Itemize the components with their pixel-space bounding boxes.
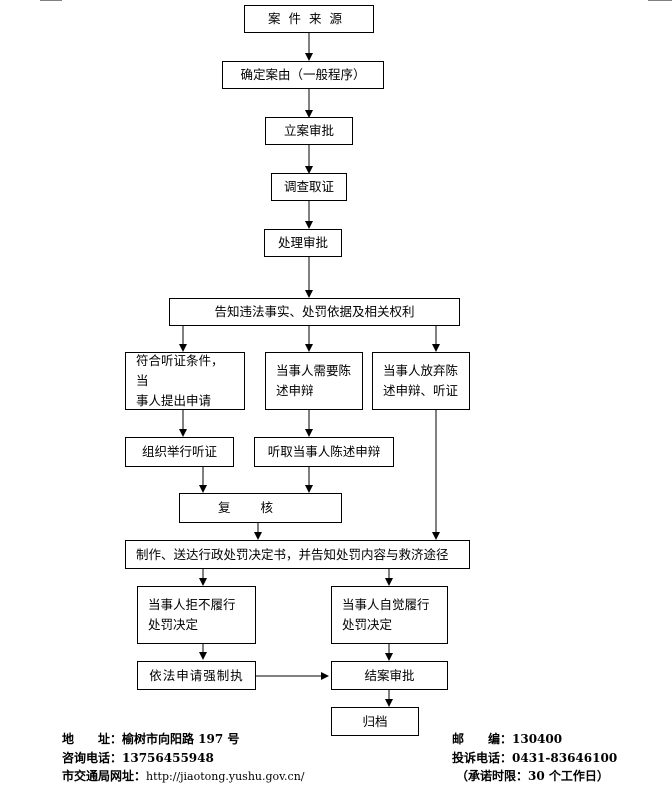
node-case-source: 案件来源 bbox=[244, 5, 374, 33]
node-hear-statement: 听取当事人陈述申辩 bbox=[254, 437, 394, 467]
footer-website-link[interactable]: http://jiaotong.yushu.gov.cn/ bbox=[146, 770, 305, 783]
node-refuse-comply: 当事人拒不履行 处罚决定 bbox=[137, 586, 256, 644]
footer-consult-phone: 咨询电话：13756455948 bbox=[62, 751, 214, 765]
footer-postcode: 邮 编：130400 bbox=[452, 732, 563, 746]
footer-address: 地 址：榆树市向阳路 197 号 bbox=[62, 732, 240, 746]
node-statement-request: 当事人需要陈 述申辩 bbox=[265, 352, 363, 410]
node-organize-hearing: 组织举行听证 bbox=[125, 437, 234, 467]
node-voluntary-comply: 当事人自觉履行 处罚决定 bbox=[331, 586, 448, 644]
node-notify-rights: 告知违法事实、处罚依据及相关权利 bbox=[169, 298, 460, 326]
footer-website-label: 市交通局网址： bbox=[62, 769, 147, 783]
footer-complaint-phone: 投诉电话：0431-83646100 bbox=[452, 751, 618, 765]
node-review: 复核 bbox=[179, 493, 342, 523]
node-investigation: 调查取证 bbox=[271, 173, 347, 201]
node-archive: 归档 bbox=[331, 707, 419, 736]
node-waive-rights: 当事人放弃陈 述申辩、听证 bbox=[372, 352, 470, 410]
node-closing-approval: 结案审批 bbox=[331, 661, 448, 690]
footer-website: 市交通局网址：http://jiaotong.yushu.gov.cn/ bbox=[62, 767, 305, 784]
node-filing-approval: 立案审批 bbox=[265, 117, 353, 145]
node-handling-approval: 处理审批 bbox=[264, 229, 342, 257]
footer-promise: （承诺时限：30 个工作日） bbox=[456, 769, 609, 783]
node-enforce-request: 依法申请强制执 bbox=[137, 661, 256, 690]
node-determine-cause: 确定案由（一般程序） bbox=[222, 61, 384, 89]
node-penalty-decision: 制作、送达行政处罚决定书，并告知处罚内容与救济途径 bbox=[125, 540, 470, 569]
node-hearing-request: 符合听证条件，当 事人提出申请 bbox=[125, 352, 245, 410]
